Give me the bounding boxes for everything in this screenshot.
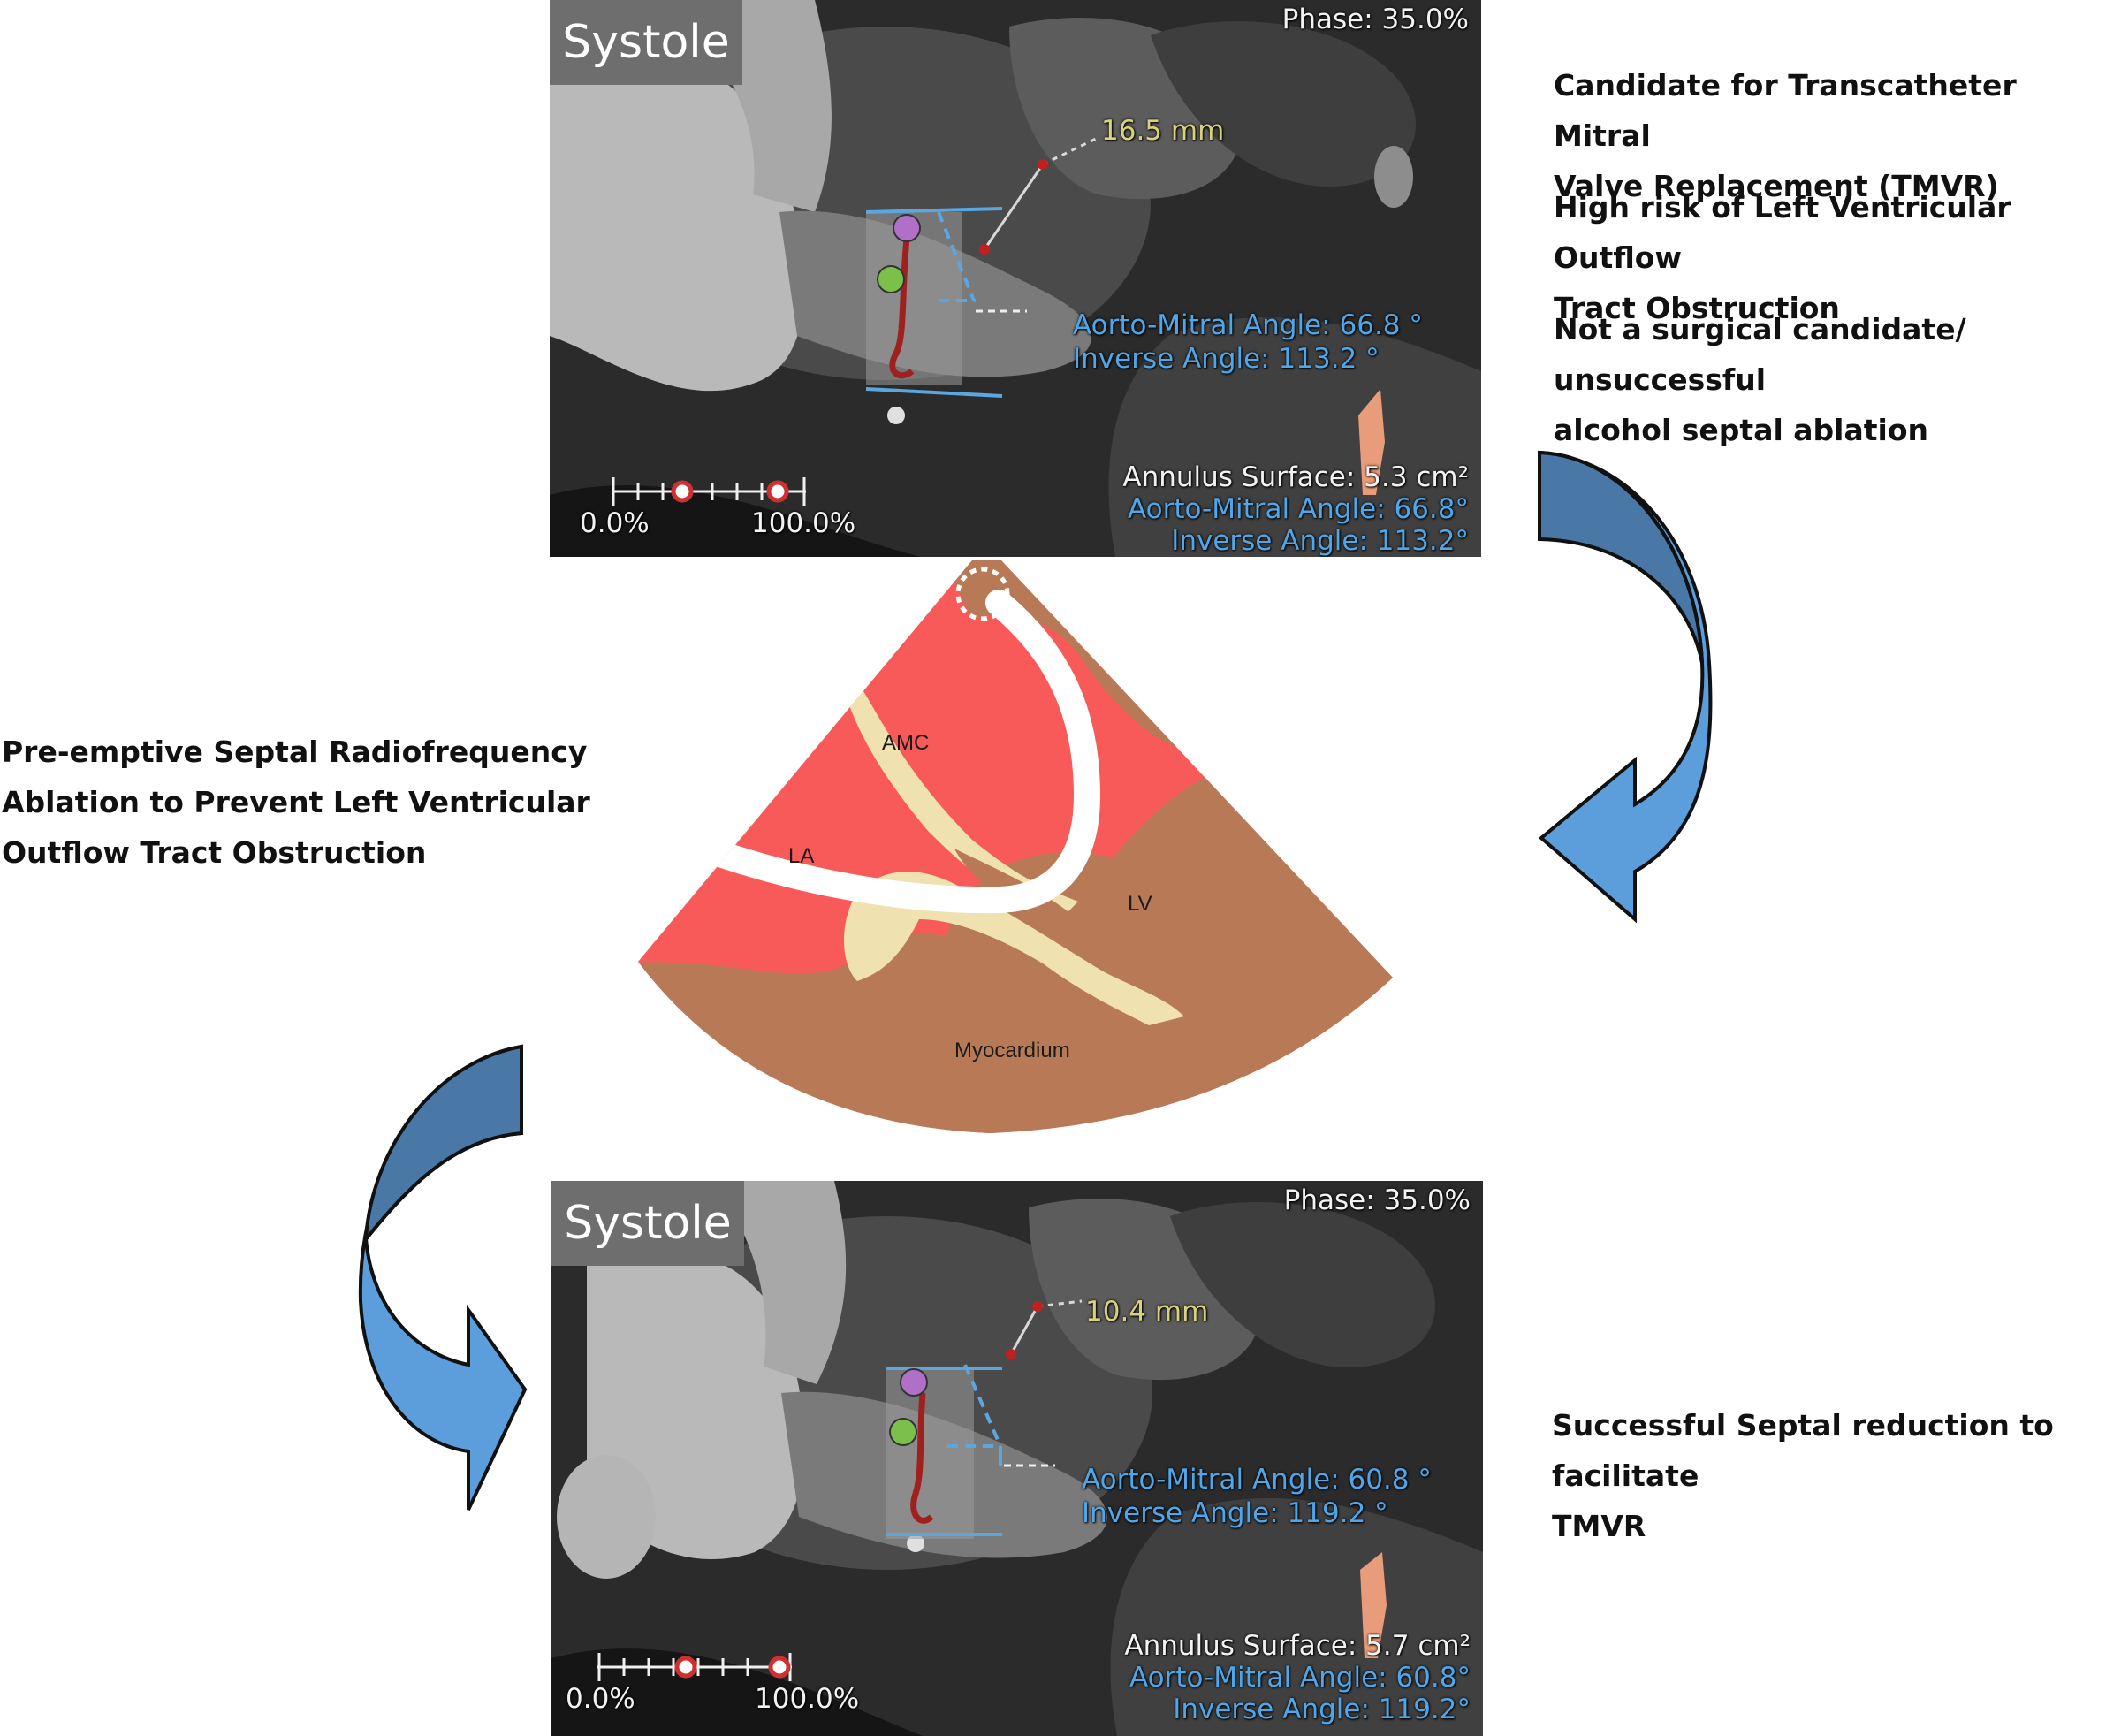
phase-tag-systole: Systole [551, 1181, 744, 1266]
catheter-tip-marker [955, 567, 1010, 621]
scale-end-label: 100.0% [755, 1683, 860, 1715]
note-line: Pre-emptive Septal Radiofrequency [2, 735, 588, 769]
surgical-candidate-note: Not a surgical candidate/ unsuccessful a… [1554, 304, 2121, 455]
aorto-mitral-angle-label: Aorto-Mitral Angle: 60.8 ° [1082, 1464, 1432, 1496]
septal-band [954, 849, 1131, 963]
scale-end-label: 100.0% [751, 507, 856, 539]
inverse-angle-label: Inverse Angle: 119.2 ° [1082, 1497, 1388, 1529]
curved-arrow-right [1538, 450, 1713, 924]
success-note: Successful Septal reduction to facilitat… [1552, 1400, 2121, 1551]
ablation-note: Pre-emptive Septal Radiofrequency Ablati… [2, 727, 590, 878]
note-line: Candidate for Transcatheter Mitral [1554, 68, 2017, 153]
note-line: Outflow Tract Obstruction [2, 835, 427, 870]
inverse-angle-summary: Inverse Angle: 119.2° [1173, 1694, 1471, 1725]
myocardium-label: Myocardium [954, 1039, 1070, 1062]
ct-image-bottom: Systole Phase: 35.0% 10.4 mm Aorto-Mitra… [551, 1181, 1483, 1736]
note-line: Ablation to Prevent Left Ventricular [2, 785, 590, 819]
ct-scan-graphic [550, 0, 1481, 557]
phase-tag-systole: Systole [550, 0, 742, 85]
lvot-risk-note: High risk of Left Ventricular Outflow Tr… [1554, 182, 2121, 333]
note-line: TMVR [1552, 1509, 1646, 1543]
echo-schematic: AMC LA LV Myocardium [638, 560, 1393, 1133]
ablation-catheter [667, 590, 1101, 914]
ct-image-top: Systole Phase: 35.0% 16.5 mm Aorto-Mitra… [550, 0, 1481, 557]
note-line: High risk of Left Ventricular Outflow [1554, 190, 2011, 275]
note-line: Not a surgical candidate/ unsuccessful [1554, 312, 1966, 397]
scale-start-label: 0.0% [580, 507, 650, 539]
note-line: Tract Obstruction [1554, 291, 1840, 325]
la-label: LA [788, 844, 814, 868]
distance-measurement: 16.5 mm [1101, 115, 1225, 147]
scale-start-label: 0.0% [566, 1683, 635, 1715]
phase-readout: Phase: 35.0% [1283, 1184, 1471, 1216]
tmvr-candidate-note: Candidate for Transcatheter Mitral Valve… [1554, 60, 2121, 211]
aorto-mitral-angle-label: Aorto-Mitral Angle: 66.8 ° [1073, 309, 1423, 341]
inverse-angle-label: Inverse Angle: 113.2 ° [1073, 343, 1380, 375]
aorto-mitral-angle-summary: Aorto-Mitral Angle: 60.8° [1129, 1662, 1471, 1694]
annulus-surface-readout: Annulus Surface: 5.3 cm² [1122, 461, 1469, 493]
inverse-angle-summary: Inverse Angle: 113.2° [1171, 525, 1469, 557]
annulus-surface-readout: Annulus Surface: 5.7 cm² [1124, 1630, 1471, 1662]
ct-scan-graphic [551, 1181, 1483, 1736]
aorto-mitral-angle-summary: Aorto-Mitral Angle: 66.8° [1127, 493, 1469, 525]
lv-label: LV [1128, 892, 1152, 916]
note-line: Successful Septal reduction to facilitat… [1552, 1408, 2054, 1493]
note-line: Valve Replacement (TMVR) [1554, 169, 1999, 203]
phase-readout: Phase: 35.0% [1281, 4, 1469, 35]
curved-arrow-left [358, 1044, 528, 1511]
amc-label: AMC [882, 731, 929, 755]
distance-measurement: 10.4 mm [1085, 1296, 1209, 1328]
note-line: alcohol septal ablation [1554, 413, 1928, 447]
